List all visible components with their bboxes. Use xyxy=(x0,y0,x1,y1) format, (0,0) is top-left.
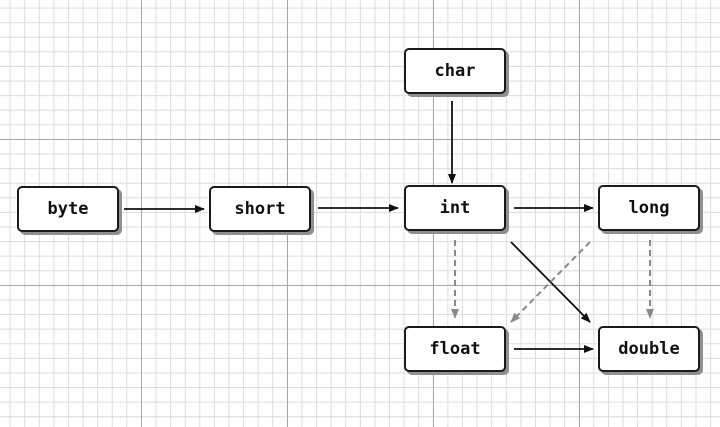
arrow-int-to-double xyxy=(510,241,591,323)
node-char: char xyxy=(404,48,506,94)
node-short: short xyxy=(209,186,311,232)
node-double: double xyxy=(598,326,700,372)
node-int: int xyxy=(404,185,506,231)
node-float: float xyxy=(404,326,506,372)
node-byte: byte xyxy=(17,186,119,232)
dashed-arrow-long-to-float xyxy=(510,241,591,323)
node-long: long xyxy=(598,185,700,231)
